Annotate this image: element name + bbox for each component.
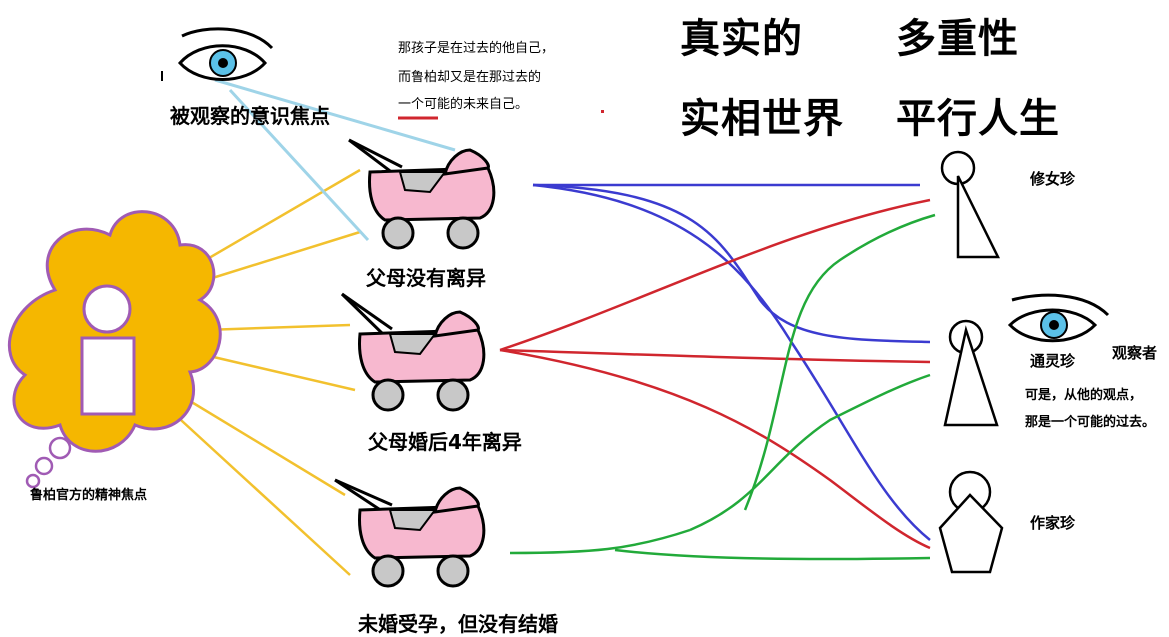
focus-ray	[189, 230, 361, 287]
title-multi-line1: 多重性	[896, 16, 1019, 62]
focus-ray	[204, 323, 351, 332]
observer-label: 观察者	[1112, 344, 1158, 362]
stroller-canopy	[433, 310, 480, 338]
note-dot	[601, 110, 604, 113]
thought-cloud	[7, 210, 222, 489]
person-psychic-label: 通灵珍	[1030, 352, 1076, 370]
observer-line-2: 那是一个可能的过去。	[1025, 415, 1156, 430]
focus-ray	[169, 409, 351, 576]
pupil	[218, 58, 228, 68]
focus-ray	[204, 353, 356, 392]
stroller-wheel	[371, 378, 405, 412]
title-multi-line2: 平行人生	[896, 96, 1060, 142]
green-timeline	[689, 373, 931, 532]
eye-caption: 被观察的意识焦点	[170, 104, 330, 128]
focus-ray	[184, 168, 361, 274]
eyebrow	[181, 27, 274, 50]
red-timeline	[499, 348, 931, 550]
stroller-canopy	[443, 148, 490, 176]
note-line-1: 那孩子是在过去的他自己，	[398, 41, 555, 56]
focus-rays	[169, 168, 361, 576]
stroller-wheel	[371, 554, 405, 588]
person-writer-label: 作家珍	[1030, 514, 1076, 532]
green-timeline	[509, 528, 691, 555]
stroller-basket	[398, 171, 447, 194]
blue-timeline	[532, 183, 931, 344]
stroller-handle	[334, 478, 393, 507]
person-head	[82, 284, 132, 334]
stroller-1	[348, 138, 496, 250]
observer-eye-icon	[1007, 293, 1110, 343]
stroller-3	[334, 478, 486, 588]
stroller-basket	[388, 333, 437, 356]
green-timeline	[743, 213, 936, 511]
stroller-handle	[340, 292, 390, 341]
eyebrow	[1011, 293, 1110, 317]
stroller-body	[368, 166, 496, 222]
blue-timeline	[532, 183, 931, 541]
observation-lines	[214, 78, 456, 242]
observation-line	[228, 88, 370, 242]
stroller-wheel	[381, 216, 415, 250]
note-line-2: 而鲁柏却又是在那过去的	[398, 70, 542, 85]
observer-line-1: 可是，从他的观点，	[1025, 388, 1143, 403]
person-body	[938, 493, 1004, 574]
cloud-bubble	[25, 473, 41, 489]
stroller-body	[358, 328, 486, 384]
title-real-line2: 实相世界	[680, 96, 844, 142]
person-body	[943, 325, 999, 427]
timeline-curves	[499, 183, 936, 561]
red-timeline	[499, 198, 931, 352]
person-nun	[940, 150, 1001, 259]
stroller-basket	[388, 509, 437, 532]
cloud-bubble	[48, 436, 72, 460]
person-body	[956, 175, 1001, 259]
stroller-wheel	[436, 378, 470, 412]
stroller-2	[340, 292, 486, 412]
title-real-line1: 真实的	[680, 16, 803, 62]
focus-ray	[179, 393, 346, 497]
stroller-wheel	[446, 216, 480, 250]
person-writer	[938, 470, 1004, 574]
stroller-handle	[348, 138, 403, 169]
green-timeline	[614, 548, 931, 561]
person-psychic	[943, 319, 999, 427]
stroller-2-caption: 父母婚后4年离异	[368, 430, 522, 454]
person-body	[80, 336, 136, 416]
observation-line	[214, 78, 456, 152]
eye-icon	[161, 27, 274, 81]
cloud-bubble	[34, 456, 54, 476]
stroller-wheel	[436, 554, 470, 588]
red-timeline	[499, 348, 931, 364]
stroller-handle	[341, 292, 393, 331]
stroller-canopy	[433, 486, 480, 514]
person-nun-label: 修女珍	[1030, 170, 1076, 188]
stroller-3-caption: 未婚受孕，但没有结婚	[358, 612, 558, 636]
note-line-3: 一个可能的未来自己。	[398, 97, 529, 112]
stroller-1-caption: 父母没有离异	[366, 266, 486, 290]
stroller-body	[358, 504, 486, 560]
thought-caption: 鲁柏官方的精神焦点	[30, 488, 148, 503]
pupil	[1049, 320, 1059, 330]
